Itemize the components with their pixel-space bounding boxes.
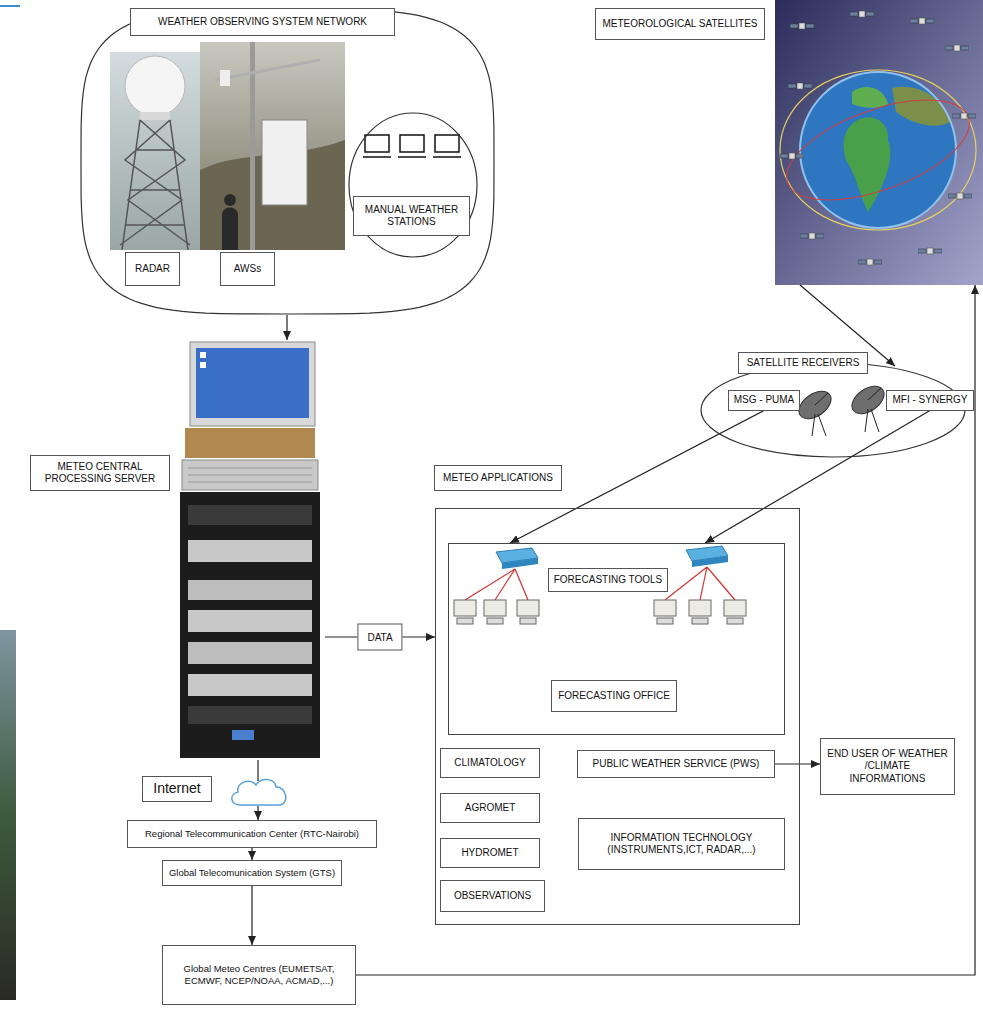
computer-icons — [363, 135, 461, 157]
satellite-dish — [794, 381, 889, 436]
box-text: Global Meteo Centres (EUMETSAT, ECMWF, N… — [168, 963, 350, 987]
network-switch — [465, 546, 735, 600]
heading-label: SATELLITE RECEIVERS — [738, 352, 868, 374]
process-box: PUBLIC WEATHER SERVICE (PWS) — [577, 750, 775, 778]
computer-icons — [454, 600, 746, 624]
box-text: END USER OF WEATHER /CLIMATE INFORMATION… — [826, 748, 949, 786]
process-box: OBSERVATIONS — [440, 880, 545, 912]
label-box: RADAR — [125, 252, 180, 286]
outline-shape — [348, 112, 478, 258]
applications-box: METEO APPLICATIONSFORECASTING TOOLSFOREC… — [435, 508, 800, 925]
server-rack: METEO CENTRAL PROCESSING SERVER — [175, 340, 325, 760]
end-user-box: END USER OF WEATHER /CLIMATE INFORMATION… — [820, 738, 955, 795]
connector-arrow — [705, 411, 930, 544]
server-photo — [180, 342, 320, 758]
radar-photo — [110, 52, 200, 250]
outline-path — [232, 780, 286, 805]
process-box: CLIMATOLOGY — [440, 748, 540, 778]
box-text: MSG - PUMA — [734, 394, 795, 407]
connector-arrow — [251, 848, 252, 860]
network-box: Global Meteo Centres (EUMETSAT, ECMWF, N… — [162, 945, 356, 1005]
box-text: OBSERVATIONS — [454, 890, 531, 903]
heading-label: FORECASTING TOOLS — [548, 568, 668, 592]
stations-group: MANUAL WEATHER STATIONS — [348, 112, 478, 258]
satellite-image: METEOROLOGICAL SATELLITES — [775, 0, 983, 285]
connector-arrow — [251, 886, 252, 945]
box-text: Regional Telecommunication Center (RTC-N… — [145, 828, 359, 840]
process-box: INFORMATION TECHNOLOGY (INSTRUMENTS,ICT,… — [578, 818, 785, 870]
connector-arrow — [257, 806, 258, 820]
box-text: INFORMATION TECHNOLOGY (INSTRUMENTS,ICT,… — [584, 832, 779, 857]
receiver-box: MSG - PUMA — [728, 390, 801, 411]
heading-label: FORECASTING OFFICE — [551, 680, 677, 712]
box-text: PUBLIC WEATHER SERVICE (PWS) — [593, 758, 760, 771]
box-text: CLIMATOLOGY — [454, 757, 525, 770]
box-text: MFI - SYNERGY — [892, 394, 967, 407]
connector-arrow — [356, 285, 975, 975]
edge-label: DATA — [357, 624, 402, 651]
outline-shape — [228, 776, 290, 806]
network-box: Global Telecomunication System (GTS) — [162, 860, 342, 886]
process-box: AGROMET — [440, 793, 540, 823]
heading-label: WEATHER OBSERVING SYSTEM NETWORK — [130, 8, 395, 36]
network-region: WEATHER OBSERVING SYSTEM NETWORK RADAR AWS… — [80, 8, 495, 315]
internet-cloud: Internet — [228, 776, 290, 806]
heading-label: METEO CENTRAL PROCESSING SERVER — [30, 455, 170, 491]
box-text: Global Telecomunication System (GTS) — [169, 867, 335, 879]
receivers-group: SATELLITE RECEIVERSMSG - PUMAMFI - SYNER… — [700, 362, 966, 458]
box-text: HYDROMET — [461, 847, 518, 860]
label-box: AWSs — [220, 252, 275, 286]
heading-label: MANUAL WEATHER STATIONS — [353, 196, 470, 236]
forecasting-box: FORECASTING TOOLS FORECASTING OFFICE — [448, 543, 785, 735]
network-box: Regional Telecommunication Center (RTC-N… — [127, 820, 377, 848]
connector-arrow — [257, 760, 258, 781]
box-text: AWSs — [234, 263, 261, 276]
connector-arrow — [286, 315, 287, 340]
heading-label: Internet — [142, 776, 212, 802]
box-text: RADAR — [135, 263, 170, 276]
satellite-picture — [774, 0, 983, 285]
process-box: HYDROMET — [440, 838, 540, 868]
receiver-box: MFI - SYNERGY — [886, 390, 973, 411]
edge-fragment — [0, 6, 20, 1000]
outline-path — [349, 113, 477, 257]
heading-label: METEO APPLICATIONS — [434, 465, 562, 491]
aws-photo — [200, 42, 345, 250]
outline-path — [81, 9, 494, 314]
heading-label: METEOROLOGICAL SATELLITES — [595, 8, 765, 40]
box-text: AGROMET — [465, 802, 516, 815]
connector-arrow — [775, 763, 820, 764]
